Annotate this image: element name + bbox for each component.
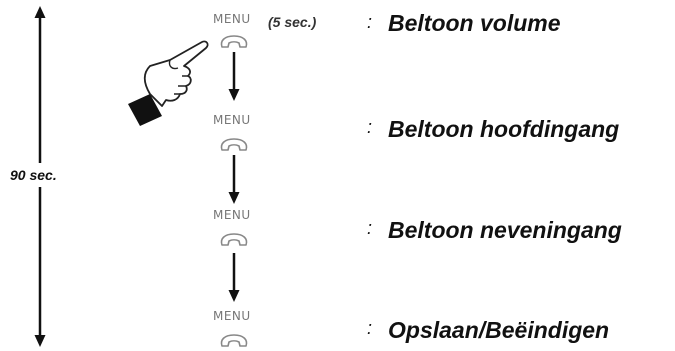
- step-separator: :: [367, 117, 373, 137]
- flow-arrow-1: [228, 52, 240, 101]
- step-title-4: Opslaan/Beëindigen: [388, 317, 610, 343]
- telephone-handset-icon[interactable]: [219, 232, 249, 248]
- menu-key-label: MENU: [213, 309, 251, 323]
- telephone-handset-icon[interactable]: [219, 137, 249, 153]
- step-title-2: Beltoon hoofdingang: [388, 116, 620, 142]
- step-separator: :: [367, 12, 373, 32]
- step-separator: :: [367, 218, 373, 238]
- flow-arrow-2: [228, 155, 240, 204]
- telephone-handset-icon[interactable]: [219, 34, 249, 50]
- menu-key-label: MENU: [213, 113, 251, 127]
- menu-key-label: MENU: [213, 208, 251, 222]
- menu-key-label: MENU: [213, 12, 251, 26]
- step-separator: :: [367, 318, 373, 338]
- step-title-1: Beltoon volume: [388, 10, 561, 36]
- flow-arrow-3: [228, 253, 240, 302]
- hold-time-label: (5 sec.): [268, 14, 317, 30]
- duration-label: 90 sec.: [10, 163, 57, 187]
- pointing-hand-icon: [128, 40, 209, 126]
- telephone-handset-icon[interactable]: [219, 333, 249, 349]
- step-title-3: Beltoon neveningang: [388, 217, 622, 243]
